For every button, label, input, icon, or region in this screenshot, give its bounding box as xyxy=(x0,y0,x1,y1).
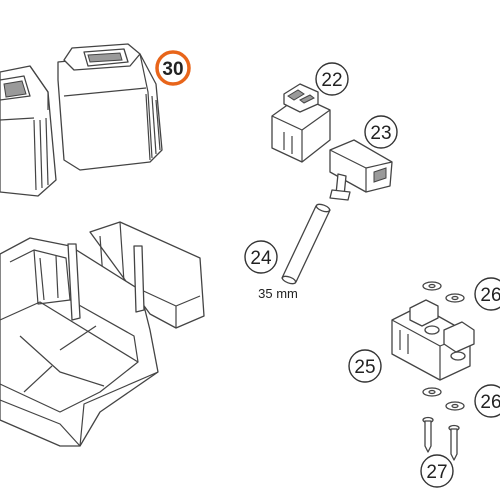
callout-label: 22 xyxy=(321,70,342,91)
control-unit-center xyxy=(57,43,163,171)
callout-25: 25 xyxy=(348,349,382,383)
callout-27: 27 xyxy=(420,454,454,488)
highlight-ring xyxy=(155,50,191,86)
part-27-screws xyxy=(422,416,460,461)
part-22-relay xyxy=(271,83,331,163)
control-unit-left xyxy=(0,65,57,197)
part-24-sleeve xyxy=(281,203,331,285)
callout-26-bottom: 26 xyxy=(474,384,500,418)
callout-22: 22 xyxy=(315,62,349,96)
callout-23: 23 xyxy=(364,115,398,149)
callout-label: 26 xyxy=(480,285,500,306)
callout-24: 24 xyxy=(244,240,278,274)
callout-30: 30 xyxy=(155,50,191,86)
callout-label: 23 xyxy=(370,123,391,144)
part-23-fuse-holder xyxy=(329,139,393,201)
callout-26-top: 26 xyxy=(474,277,500,311)
callout-label: 27 xyxy=(426,462,447,483)
part-26-washers xyxy=(422,281,465,411)
battery-tray xyxy=(0,221,205,447)
callout-label: 30 xyxy=(162,59,183,80)
dimension-label: 35 mm xyxy=(258,286,298,301)
callout-label: 25 xyxy=(354,357,375,378)
part-25-relay-assembly xyxy=(391,299,475,381)
callout-label: 26 xyxy=(480,392,500,413)
callout-label: 24 xyxy=(250,248,272,269)
